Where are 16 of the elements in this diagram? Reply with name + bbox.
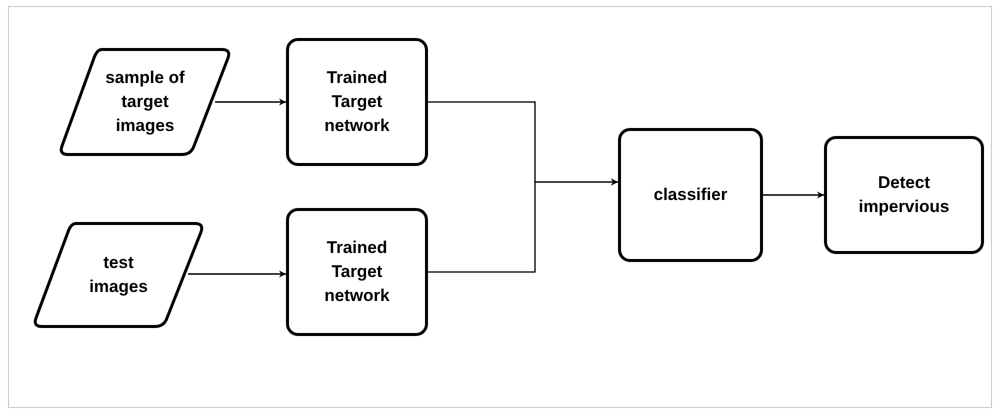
node-label: classifier xyxy=(652,184,728,206)
node-label: Trained Target network xyxy=(323,237,391,307)
process-box xyxy=(618,128,763,262)
data-parallelogram xyxy=(32,222,205,328)
data-parallelogram xyxy=(58,48,232,156)
node-label: sample of target images xyxy=(104,67,186,137)
process-box xyxy=(286,208,428,336)
node-label: Detect impervious xyxy=(858,172,950,218)
process-box xyxy=(824,136,984,254)
process-box xyxy=(286,38,428,166)
arrow xyxy=(763,192,824,198)
arrow xyxy=(215,98,286,106)
node-label: test images xyxy=(88,252,149,298)
arrow xyxy=(188,270,286,278)
arrow xyxy=(428,178,618,273)
node-label: Trained Target network xyxy=(323,67,391,137)
